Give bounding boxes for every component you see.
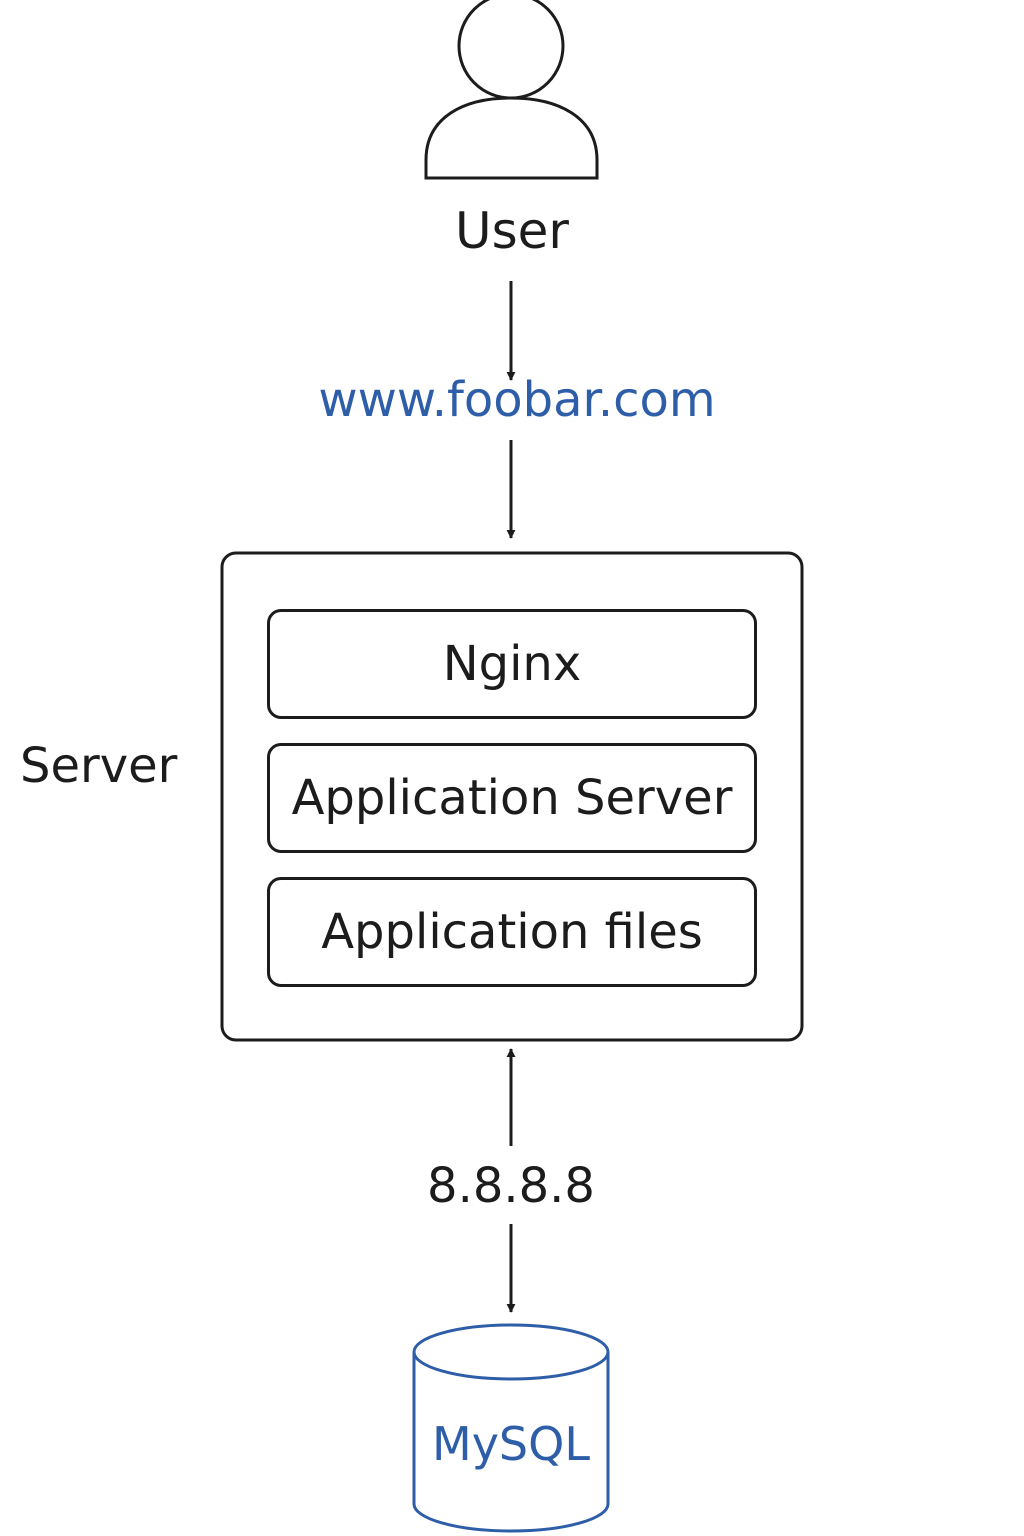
user-icon bbox=[424, 0, 599, 180]
nginx-label: Nginx bbox=[442, 636, 582, 692]
ip-address-label: 8.8.8.8 bbox=[427, 1158, 595, 1214]
application-files-box: Application files bbox=[267, 877, 757, 987]
database-cylinder-icon bbox=[412, 1323, 610, 1533]
server-label: Server bbox=[20, 738, 178, 794]
application-files-label: Application files bbox=[321, 904, 703, 960]
nginx-box: Nginx bbox=[267, 609, 757, 719]
server-box bbox=[220, 551, 804, 1042]
application-server-box: Application Server bbox=[267, 743, 757, 853]
application-server-label: Application Server bbox=[291, 770, 733, 826]
database-label: MySQL bbox=[432, 1417, 590, 1471]
domain-label: www.foobar.com bbox=[318, 372, 716, 428]
user-label: User bbox=[455, 202, 569, 260]
